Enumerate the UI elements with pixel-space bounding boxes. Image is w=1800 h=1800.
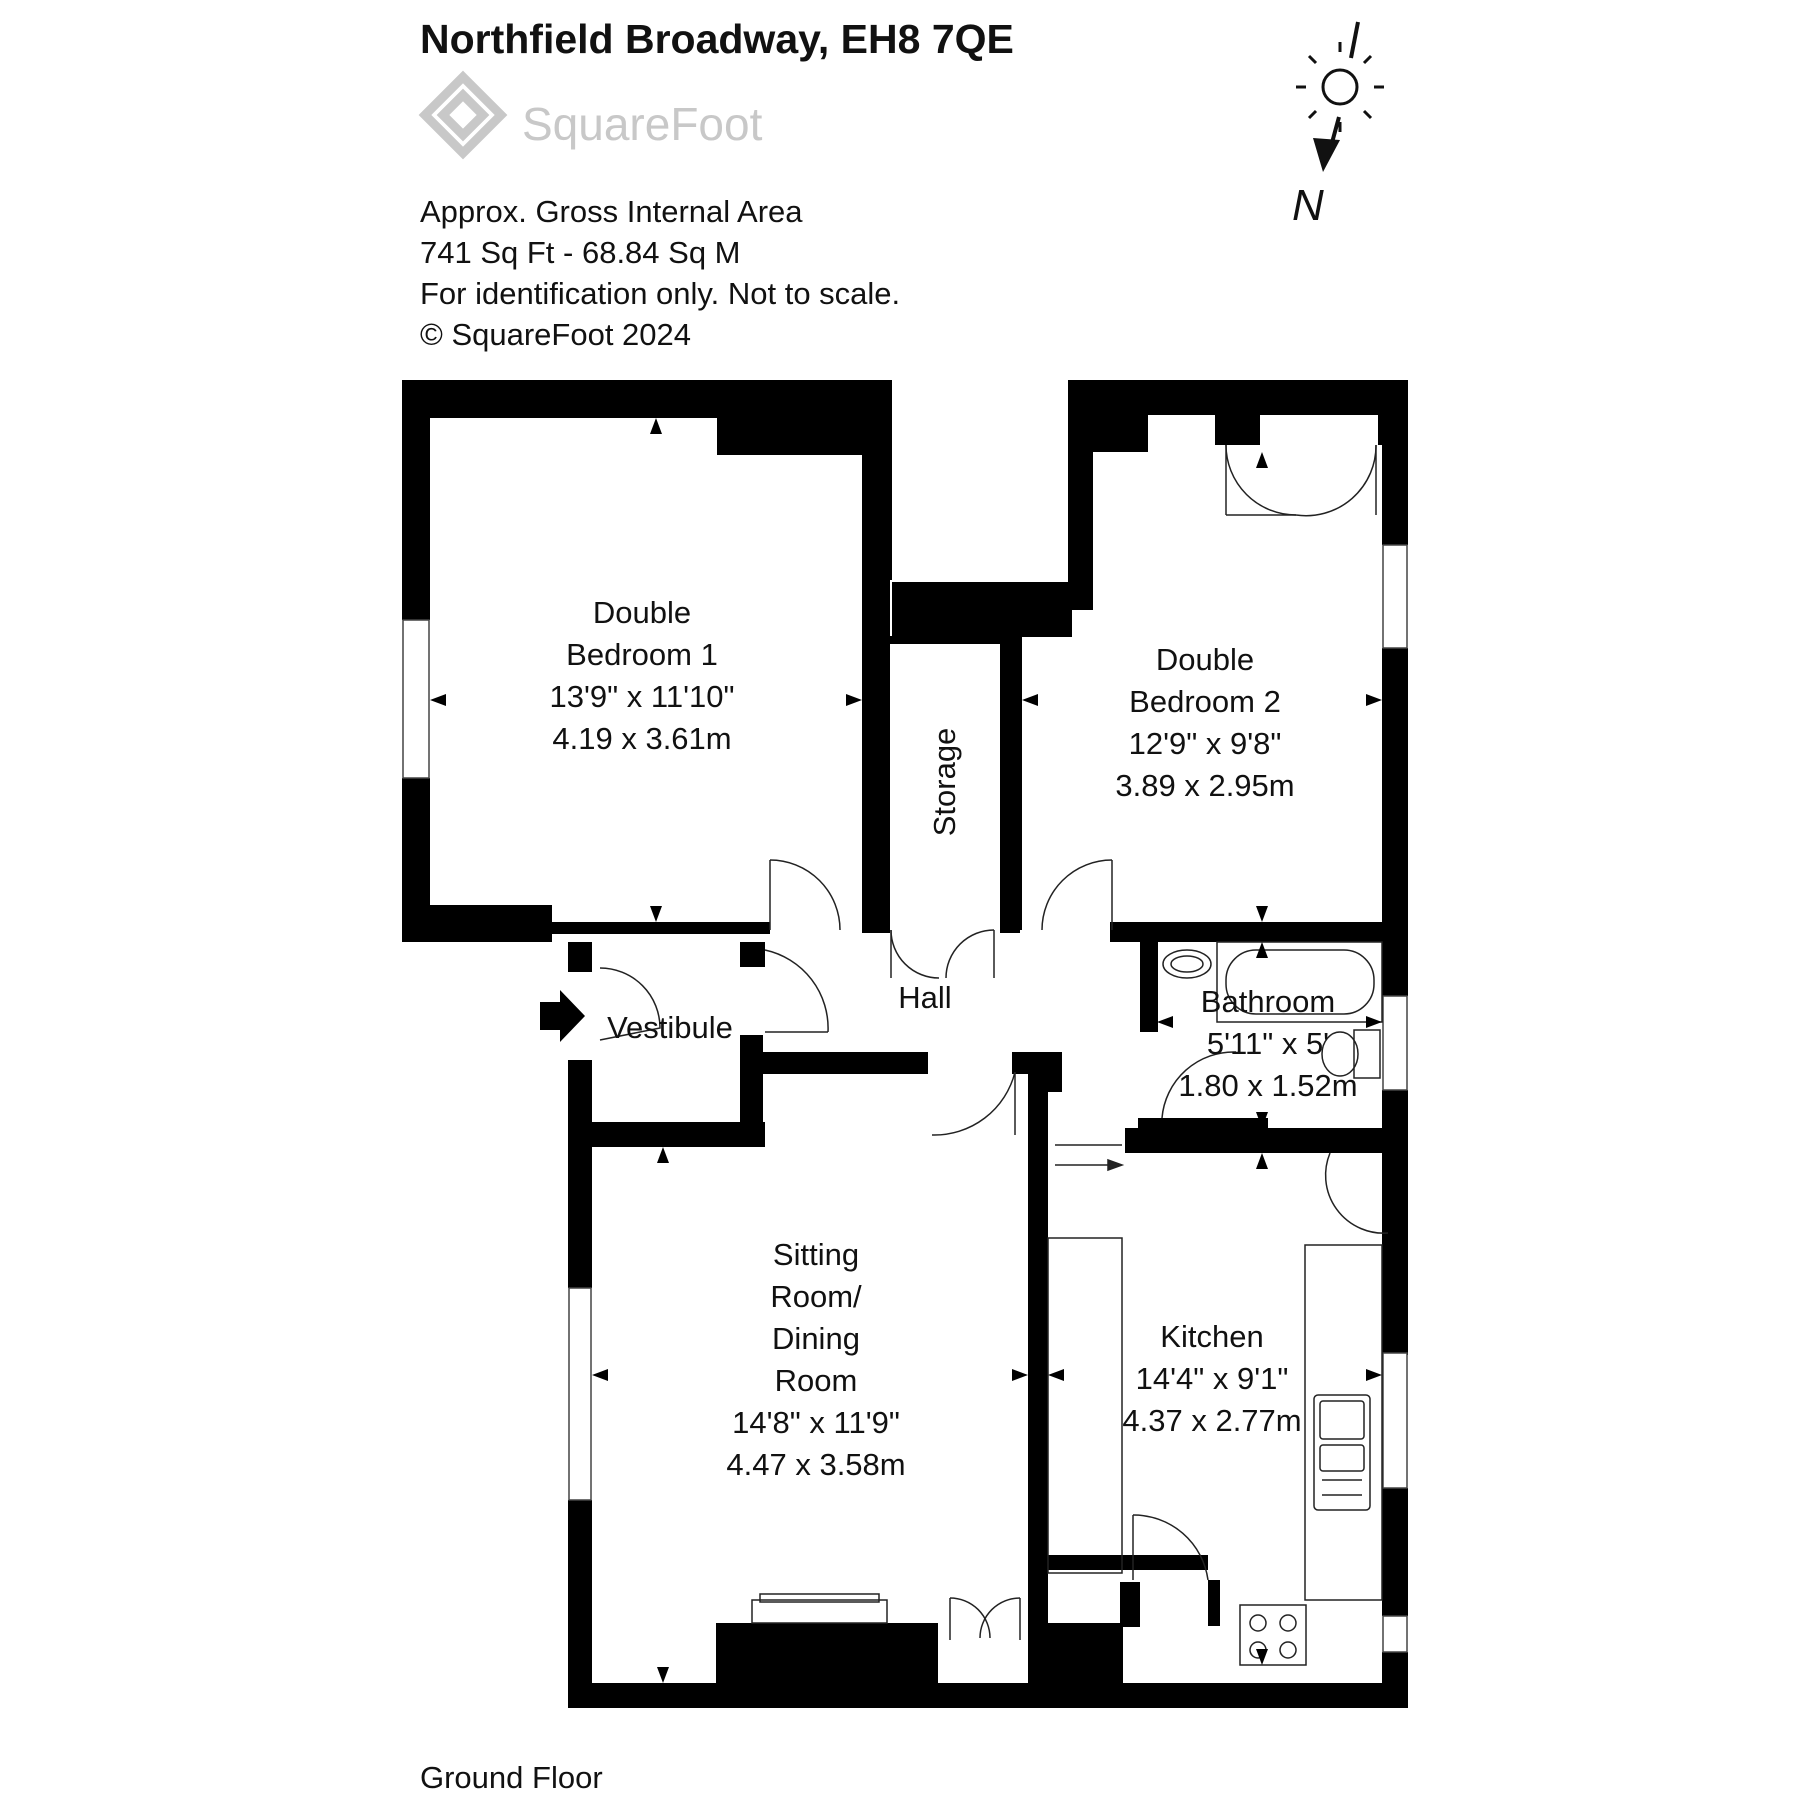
basin-icon xyxy=(1162,949,1212,979)
toilet-icon xyxy=(1321,1029,1381,1079)
hall-label: Hall xyxy=(898,980,951,1015)
kitchen-name: Kitchen xyxy=(1160,1319,1263,1354)
bedroom1-line2: Bedroom 1 xyxy=(566,637,718,672)
floor-label: Ground Floor xyxy=(420,1760,603,1795)
entrance-arrow-icon xyxy=(540,990,585,1042)
north-label: N xyxy=(1292,181,1324,230)
bedroom2-line2: Bedroom 2 xyxy=(1129,684,1281,719)
bedroom2-metric: 3.89 x 2.95m xyxy=(1115,768,1294,803)
label-kitchen: Kitchen 14'4" x 9'1" 4.37 x 2.77m xyxy=(1122,1319,1301,1438)
address-title: Northfield Broadway, EH8 7QE xyxy=(420,16,1014,62)
label-sitting-room: Sitting Room/ Dining Room 14'8" x 11'9" … xyxy=(726,1237,905,1482)
bathroom-metric: 1.80 x 1.52m xyxy=(1178,1068,1357,1103)
door-swings xyxy=(599,444,1389,1640)
bedroom2-imperial: 12'9" x 9'8" xyxy=(1129,726,1282,761)
dimension-markers xyxy=(430,418,1382,1683)
area-label: Approx. Gross Internal Area xyxy=(420,194,803,229)
sitting-line2: Room/ xyxy=(770,1279,862,1314)
label-bathroom: Bathroom 5'11" x 5' 1.80 x 1.52m xyxy=(1178,984,1357,1103)
bedroom1-metric: 4.19 x 3.61m xyxy=(552,721,731,756)
kitchen-imperial: 14'4" x 9'1" xyxy=(1136,1361,1289,1396)
bath-icon xyxy=(1216,941,1383,1023)
compass: N xyxy=(1292,21,1384,230)
disclaimer: For identification only. Not to scale. xyxy=(420,276,900,311)
bedroom1-imperial: 13'9" x 11'10" xyxy=(550,679,735,714)
label-bedroom-1: Double Bedroom 1 13'9" x 11'10" 4.19 x 3… xyxy=(550,595,735,756)
storage-label: Storage xyxy=(927,728,962,837)
sun-icon xyxy=(1296,42,1384,132)
sink-icon xyxy=(1313,1394,1371,1511)
sitting-line3: Dining xyxy=(772,1321,860,1356)
bedroom1-line1: Double xyxy=(593,595,691,630)
copyright: © SquareFoot 2024 xyxy=(420,317,691,352)
bedroom2-line1: Double xyxy=(1156,642,1254,677)
bathroom-imperial: 5'11" x 5' xyxy=(1207,1026,1329,1061)
fixtures xyxy=(751,941,1383,1666)
label-bedroom-2: Double Bedroom 2 12'9" x 9'8" 3.89 x 2.9… xyxy=(1115,642,1294,803)
logo-wordmark: SquareFoot xyxy=(522,98,763,150)
north-line-top xyxy=(1349,21,1360,59)
hob-icon xyxy=(1239,1604,1307,1666)
squarefoot-logo: SquareFoot xyxy=(418,70,763,160)
sitting-line4: Room xyxy=(775,1363,858,1398)
north-arrow-icon xyxy=(1313,138,1340,172)
sitting-line1: Sitting xyxy=(773,1237,859,1272)
logo-mark-icon xyxy=(418,70,508,160)
windows xyxy=(402,544,1408,1653)
sitting-metric: 4.47 x 3.58m xyxy=(726,1447,905,1482)
vestibule-label: Vestibule xyxy=(607,1010,733,1045)
bathroom-name: Bathroom xyxy=(1201,984,1335,1019)
walls xyxy=(402,380,1408,1708)
area-value: 741 Sq Ft - 68.84 Sq M xyxy=(420,235,741,270)
kitchen-metric: 4.37 x 2.77m xyxy=(1122,1403,1301,1438)
sitting-imperial: 14'8" x 11'9" xyxy=(732,1405,900,1440)
